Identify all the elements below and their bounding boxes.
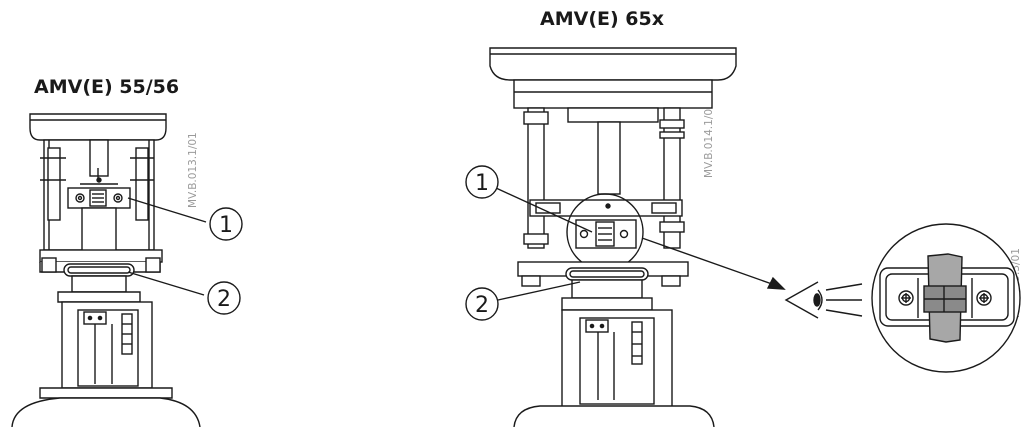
left-callout-1: 1 [219,213,233,238]
right-actuator: 1 2 [465,47,786,427]
right-callout-1: 1 [475,171,489,196]
eye-icon [784,281,823,319]
left-actuator: 1 2 [11,113,243,427]
detail-view [784,223,1021,373]
right-unit-title: AMV(E) 65x [540,8,664,30]
right-callout-2: 2 [475,293,489,318]
left-unit-title: AMV(E) 55/56 [34,76,180,98]
left-callout-2: 2 [217,287,231,312]
